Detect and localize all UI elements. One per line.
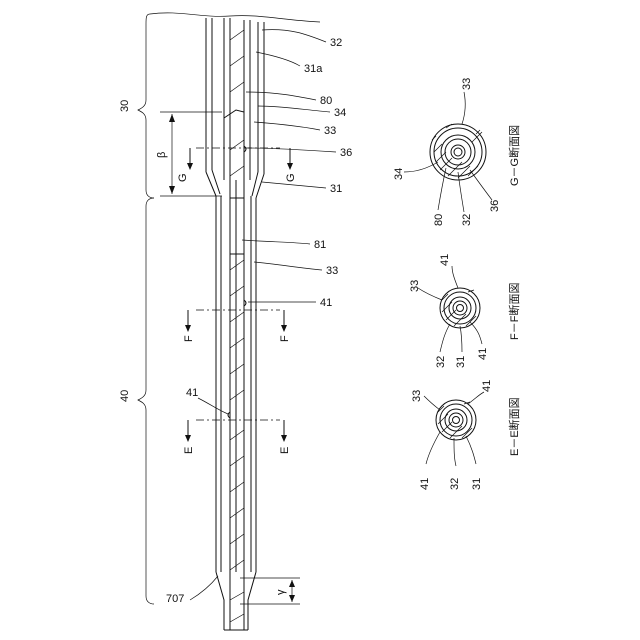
ee-ref-33: 33 [411, 390, 423, 402]
cut-g-right: G [285, 173, 297, 182]
gamma-label: γ [275, 589, 287, 595]
ff-ref-32: 32 [435, 356, 447, 368]
ee-ref-41-top: 41 [481, 380, 493, 392]
ee-ref-41-bottom: 41 [419, 478, 431, 490]
ref-34: 34 [334, 107, 346, 119]
gamma-dimension [240, 578, 300, 604]
beta-label: β [156, 152, 168, 158]
gg-title: G－G断面図 [507, 125, 521, 186]
cut-f-left: F [183, 335, 195, 342]
ref-707: 707 [166, 593, 184, 605]
ff-title: F－F断面図 [507, 283, 521, 340]
ff-ref-41-top: 41 [439, 254, 451, 266]
brace-40 [138, 198, 154, 604]
ref-33b: 33 [326, 265, 338, 277]
cut-g-left: G [177, 173, 189, 182]
gg-ref-33: 33 [461, 78, 473, 90]
ee-ref-32: 32 [449, 478, 461, 490]
beta-dimension [160, 112, 222, 196]
ff-ref-33: 33 [409, 280, 421, 292]
ee-title: E－E断面図 [507, 397, 521, 456]
catheter-body [150, 13, 320, 630]
section-gg [404, 92, 492, 212]
cut-line-g [187, 148, 293, 170]
ff-ref-31: 31 [455, 356, 467, 368]
ref-36: 36 [340, 147, 352, 159]
ref-33: 33 [324, 125, 336, 137]
ee-ref-31: 31 [471, 478, 483, 490]
ref-41b: 41 [186, 387, 198, 399]
section-ff [418, 266, 482, 352]
ref-31a: 31a [304, 63, 323, 75]
ref-32: 32 [330, 37, 342, 49]
cut-e-right: E [279, 447, 291, 454]
gg-ref-32: 32 [461, 214, 473, 226]
region-label-30: 30 [119, 100, 131, 112]
cut-f-right: F [279, 335, 291, 342]
ff-ref-41-bottom: 41 [477, 348, 489, 360]
gg-ref-36: 36 [489, 200, 501, 212]
gg-ref-34: 34 [393, 168, 405, 180]
ref-81: 81 [314, 239, 326, 251]
ref-31: 31 [330, 183, 342, 195]
ref-80: 80 [320, 95, 332, 107]
ref-41: 41 [320, 297, 332, 309]
cut-e-left: E [183, 447, 195, 454]
section-ee [424, 392, 484, 466]
region-label-40: 40 [119, 390, 131, 402]
gg-ref-80: 80 [433, 214, 445, 226]
brace-30 [138, 14, 154, 198]
